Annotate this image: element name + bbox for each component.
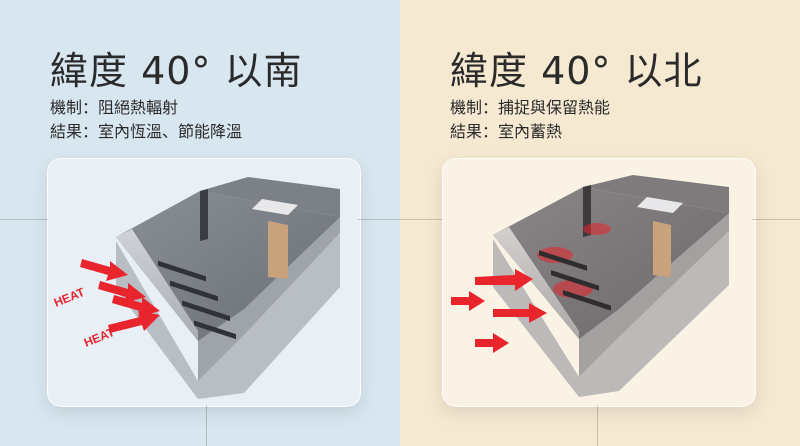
left-description: 機制：阻絕熱輻射 結果：室內恆溫、節能降溫 xyxy=(50,96,242,144)
interior-partition xyxy=(268,221,288,279)
guide-line xyxy=(597,405,598,446)
building-lower-floor-band xyxy=(579,209,729,377)
left-mechanism: 機制：阻絕熱輻射 xyxy=(50,98,179,117)
left-result: 結果：室內恆溫、節能降溫 xyxy=(50,122,243,141)
guide-line xyxy=(0,219,48,220)
building-back-wall xyxy=(200,177,340,217)
building-window-wall xyxy=(200,189,208,241)
left-panel: 緯度 40° 以南 機制：阻絕熱輻射 結果：室內恆溫、節能降溫 xyxy=(0,0,400,446)
heat-arrow xyxy=(451,291,485,311)
heat-arrow xyxy=(80,259,128,281)
left-illustration-card: HEAT HEAT xyxy=(47,158,361,407)
interior-partition xyxy=(653,221,671,277)
building-side-wall xyxy=(493,227,579,339)
heat-arrow xyxy=(108,311,160,333)
heat-arrow xyxy=(98,281,146,303)
right-title: 緯度 40° 以北 xyxy=(450,49,703,93)
heat-arrow xyxy=(475,269,533,291)
office-desks xyxy=(539,250,611,311)
heat-arrows xyxy=(80,259,160,333)
heat-arrow xyxy=(475,333,509,353)
heat-arrows xyxy=(451,269,547,353)
heat-label: HEAT xyxy=(52,285,87,310)
guide-line xyxy=(358,219,442,220)
building-lower-floors xyxy=(116,233,340,399)
building-window-wall xyxy=(583,185,591,237)
heat-arrow xyxy=(112,295,160,317)
left-title: 緯度 40° 以南 xyxy=(50,49,303,93)
right-building-illustration xyxy=(451,175,729,397)
right-result: 結果：室內蓄熱 xyxy=(450,122,563,141)
building-lower-floor-band xyxy=(198,211,340,381)
meeting-table xyxy=(252,199,298,215)
meeting-table xyxy=(637,197,683,213)
right-description: 機制：捕捉與保留熱能 結果：室內蓄熱 xyxy=(450,96,610,144)
left-building-illustration: HEAT HEAT xyxy=(52,177,340,399)
right-mechanism: 機制：捕捉與保留熱能 xyxy=(450,98,611,117)
right-panel: 緯度 40° 以北 機制：捕捉與保留熱能 結果：室內蓄熱 xyxy=(400,0,800,446)
building-back-wall xyxy=(583,175,729,213)
building-side-wall xyxy=(116,229,198,341)
guide-line xyxy=(206,405,207,446)
heat-zone xyxy=(583,223,611,235)
heat-label: HEAT xyxy=(82,325,117,350)
right-illustration-card xyxy=(442,158,756,407)
office-desks xyxy=(158,260,236,340)
building-lower-floors xyxy=(493,231,729,397)
guide-line xyxy=(752,219,800,220)
heat-arrow xyxy=(493,303,547,323)
